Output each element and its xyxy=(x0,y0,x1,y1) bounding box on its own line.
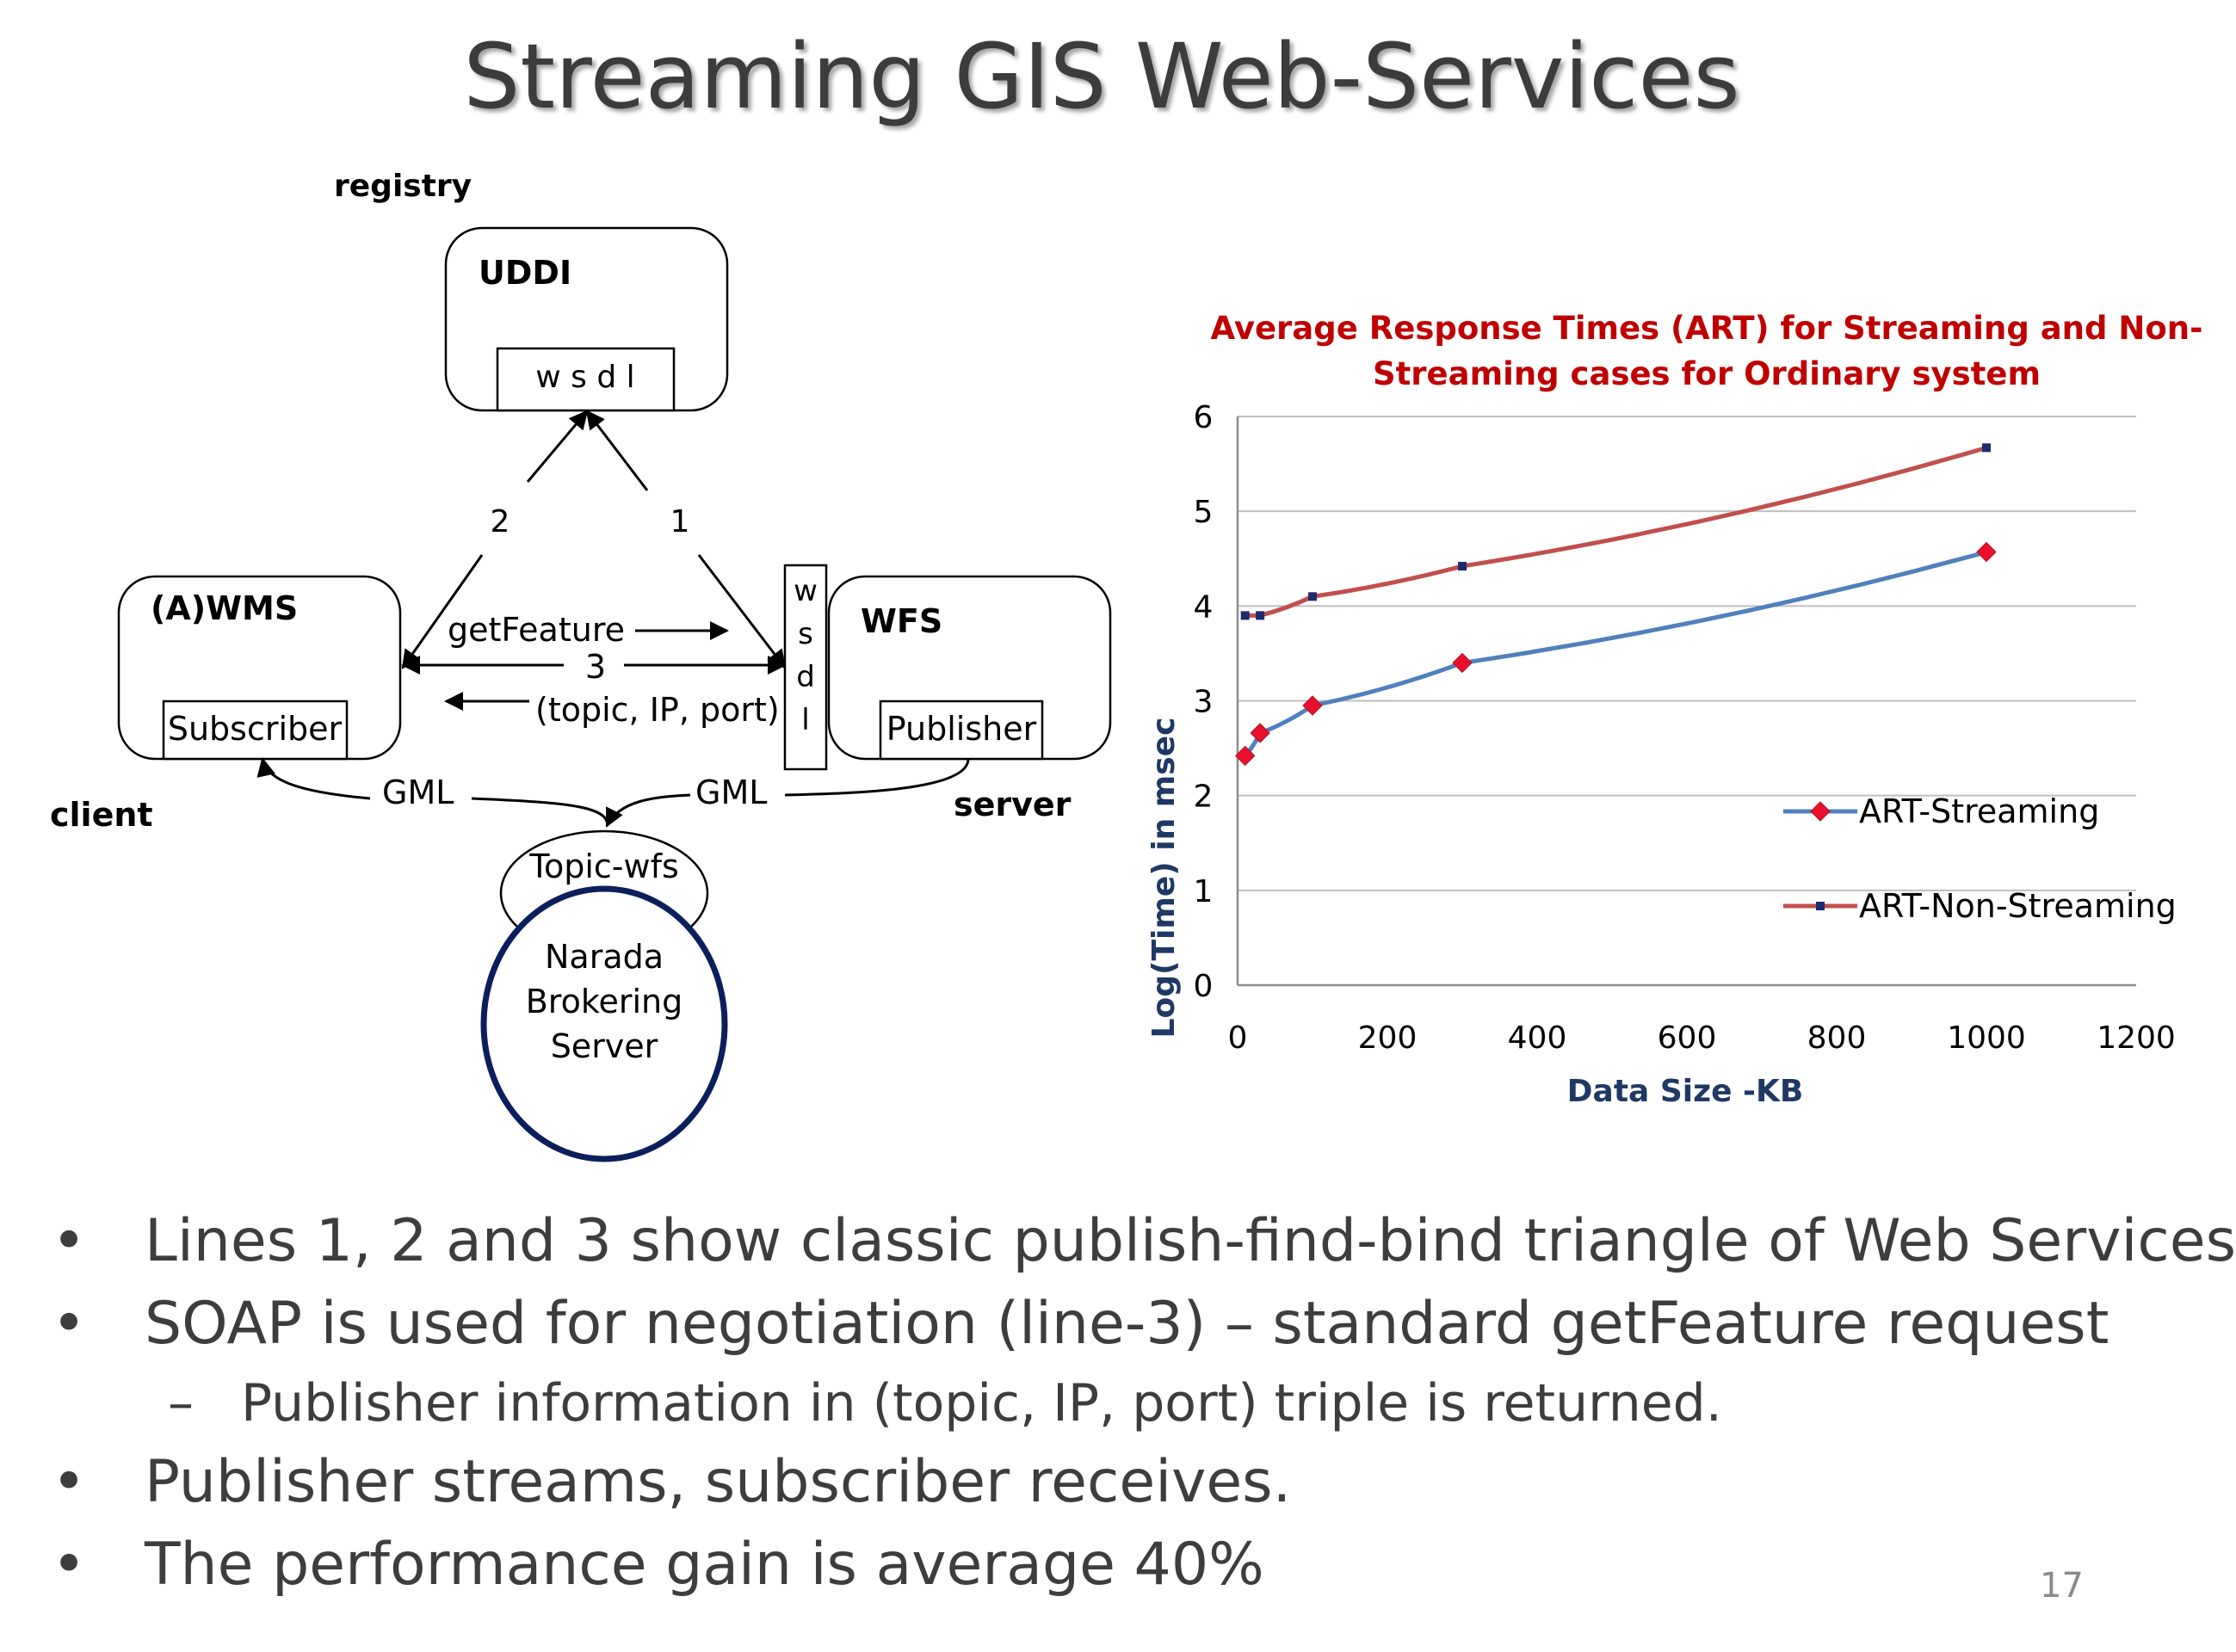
getfeature-label: getFeature xyxy=(448,611,625,649)
architecture-diagram: registry UDDI w s d l 2 1 (A)WMS Subscri… xyxy=(50,169,1112,1162)
x-tick-labels: 0 200 400 600 800 1000 1200 xyxy=(1228,1020,2176,1056)
wsdl-letter-w: w xyxy=(794,574,818,608)
gml-to-subscriber-arrow xyxy=(256,757,371,800)
bullet-item: • Lines 1, 2 and 3 show classic publish-… xyxy=(52,1200,2236,1283)
y-tick-labels: 0 1 2 3 4 5 6 xyxy=(1194,400,1214,1004)
sub-bullet-marker: – xyxy=(168,1373,194,1433)
server-label: server xyxy=(954,786,1072,823)
wfs-wsdl-box xyxy=(783,564,828,771)
registry-label: registry xyxy=(334,169,472,204)
topic-ip-port-label: (topic, IP, port) xyxy=(535,691,780,729)
data-point-art-non-streaming xyxy=(1240,611,1250,620)
chart-gridlines xyxy=(1236,416,2136,987)
gml-right-label: GML xyxy=(695,774,767,811)
bullet-text: The performance gain is average 40% xyxy=(145,1531,1264,1599)
line-3-label: 3 xyxy=(585,648,606,686)
x-tick-label: 1200 xyxy=(2097,1020,2176,1056)
y-tick-label: 5 xyxy=(1194,495,1214,530)
wms-label: (A)WMS xyxy=(151,589,298,627)
arrow-2-down xyxy=(401,554,484,669)
uddi-wsdl-box xyxy=(496,347,676,412)
subscriber-box xyxy=(162,700,349,761)
broker-line-1: Narada xyxy=(545,938,664,976)
legend-marker-art-streaming xyxy=(1810,801,1831,822)
arrow-1-up xyxy=(585,410,649,491)
bullet-item: • SOAP is used for negotiation (line-3) … xyxy=(52,1283,2134,1365)
chart-title-line-2: Streaming cases for Ordinary system xyxy=(1373,355,2041,392)
y-tick-label: 3 xyxy=(1194,685,1214,720)
topic-label: Topic-wfs xyxy=(528,848,679,885)
x-tick-label: 400 xyxy=(1508,1020,1567,1056)
x-tick-label: 800 xyxy=(1807,1020,1867,1056)
arrow-2-up xyxy=(526,410,589,483)
client-label: client xyxy=(50,796,153,834)
wfs-label: WFS xyxy=(861,602,942,640)
data-point-art-streaming xyxy=(1234,745,1256,767)
art-chart: Average Response Times (ART) for Streami… xyxy=(1146,310,2203,1109)
x-tick-label: 1000 xyxy=(1947,1020,2026,1056)
bullet-item: • The performance gain is average 40% xyxy=(52,1524,2134,1606)
chart-title-line-1: Average Response Times (ART) for Streami… xyxy=(1211,310,2203,347)
y-tick-label: 6 xyxy=(1194,400,1214,435)
arrow-1-label: 1 xyxy=(670,504,690,539)
data-point-art-non-streaming xyxy=(1982,443,1991,453)
data-point-art-non-streaming xyxy=(1256,611,1265,620)
sub-bullet-text: Publisher information in (topic, IP, por… xyxy=(241,1373,1722,1433)
gml-from-publisher xyxy=(784,758,970,797)
bullet-text: Publisher streams, subscriber receives. xyxy=(145,1448,1292,1516)
bullet-item: • Publisher streams, subscriber receives… xyxy=(52,1441,2134,1524)
y-tick-label: 0 xyxy=(1194,969,1214,1004)
series-line-art-streaming xyxy=(1243,550,1987,758)
slide-title: Streaming GIS Web-Services xyxy=(463,24,1740,129)
arrow-2-label: 2 xyxy=(491,504,510,539)
broker-line-3: Server xyxy=(551,1027,658,1065)
bullet-marker: • xyxy=(52,1207,87,1275)
broker-circle xyxy=(480,885,728,1162)
y-axis-title: Log(Time) in msec xyxy=(1146,718,1182,1039)
publisher-box xyxy=(879,700,1044,761)
data-point-art-non-streaming xyxy=(1458,562,1467,571)
wsdl-letter-d: d xyxy=(796,660,815,694)
data-point-art-streaming xyxy=(1302,695,1323,716)
legend-marker-art-non-streaming xyxy=(1816,902,1825,910)
y-tick-label: 2 xyxy=(1194,780,1214,815)
page-number: 17 xyxy=(2040,1566,2084,1606)
legend-label-art-streaming: ART-Streaming xyxy=(1859,792,2099,830)
data-point-art-non-streaming xyxy=(1308,592,1317,601)
gml-left-label: GML xyxy=(382,774,454,811)
bullet-marker: • xyxy=(52,1531,87,1599)
y-tick-label: 4 xyxy=(1194,589,1214,625)
subscriber-label: Subscriber xyxy=(168,710,343,748)
wsdl-letter-s: s xyxy=(798,617,813,651)
wsdl-letter-l: l xyxy=(801,703,809,737)
data-point-art-streaming xyxy=(1976,541,1997,563)
gml-to-broker-right xyxy=(605,793,691,828)
uddi-wsdl-label: w s d l xyxy=(535,360,634,395)
arrow-1-down xyxy=(697,554,787,669)
bullet-marker: • xyxy=(52,1290,87,1358)
x-tick-label: 200 xyxy=(1358,1020,1418,1056)
publisher-label: Publisher xyxy=(886,710,1037,748)
legend-label-art-non-streaming: ART-Non-Streaming xyxy=(1859,887,2177,925)
bullet-text: Lines 1, 2 and 3 show classic publish-fi… xyxy=(145,1207,2236,1275)
bullet-list: • Lines 1, 2 and 3 show classic publish-… xyxy=(52,1200,2236,1606)
broker-line-2: Brokering xyxy=(526,983,683,1020)
gml-to-broker-left xyxy=(471,797,608,823)
data-point-art-streaming xyxy=(1250,723,1270,743)
bullet-text: SOAP is used for negotiation (line-3) – … xyxy=(145,1290,2109,1358)
x-axis-title: Data Size -KB xyxy=(1567,1074,1804,1109)
uddi-label: UDDI xyxy=(479,254,571,292)
series-line-art-non-streaming xyxy=(1245,445,1987,618)
y-tick-label: 1 xyxy=(1194,874,1214,909)
x-tick-label: 0 xyxy=(1228,1020,1248,1056)
sub-bullet-item: – Publisher information in (topic, IP, p… xyxy=(52,1365,2134,1441)
chart-series xyxy=(1234,443,1997,767)
x-tick-label: 600 xyxy=(1658,1020,1717,1056)
data-point-art-streaming xyxy=(1452,652,1473,674)
bullet-marker: • xyxy=(52,1448,87,1516)
